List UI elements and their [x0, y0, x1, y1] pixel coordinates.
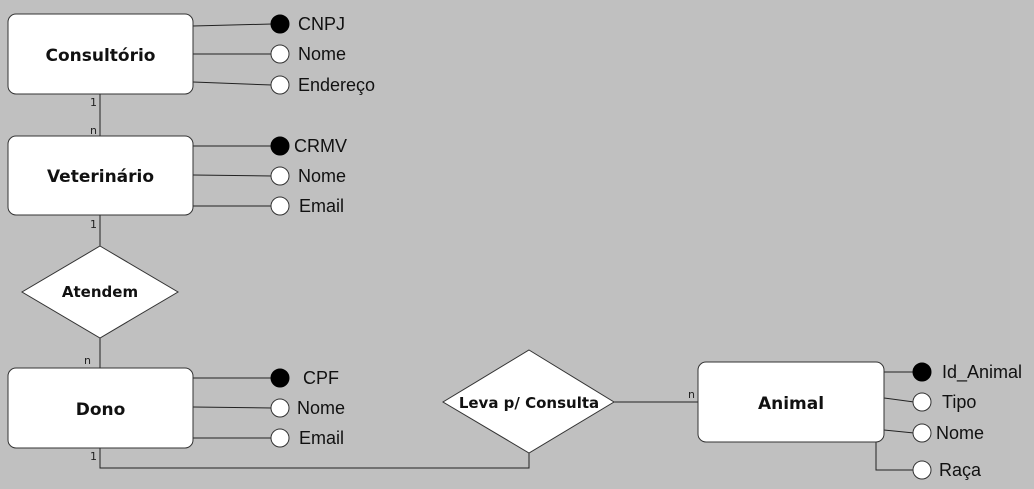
- attribute-label: Nome: [936, 423, 984, 443]
- line-dono-leva: [99, 448, 530, 469]
- attr-line: [883, 397, 915, 403]
- attribute-label: Email: [299, 196, 344, 216]
- key-attribute-icon: [270, 14, 290, 34]
- entity-consultorio-label: Consultório: [45, 46, 155, 66]
- relationship-atendem-label: Atendem: [62, 283, 138, 301]
- attribute-icon: [270, 44, 290, 64]
- attribute-label: Nome: [298, 166, 346, 186]
- key-attribute-icon: [270, 368, 290, 388]
- relationship-leva-label: Leva p/ Consulta: [459, 394, 599, 412]
- cardinality-label: 1: [90, 96, 97, 109]
- attribute-icon: [912, 423, 932, 443]
- attribute-label: Id_Animal: [942, 362, 1022, 383]
- cardinality-label: 1: [90, 218, 97, 231]
- attr-line: [192, 174, 273, 177]
- key-attribute-icon: [912, 362, 932, 382]
- entity-consultorio[interactable]: Consultório: [7, 13, 194, 95]
- cardinality-labels: 1 n 1 n 1 n: [84, 96, 695, 463]
- cardinality-label: 1: [90, 450, 97, 463]
- relationship-leva-consulta[interactable]: Leva p/ Consulta: [442, 349, 615, 454]
- attribute-label: CRMV: [294, 136, 347, 156]
- attribute-icon: [270, 75, 290, 95]
- cardinality-label: n: [84, 354, 91, 367]
- entity-animal[interactable]: Animal: [697, 361, 885, 443]
- cardinality-label: n: [688, 388, 695, 401]
- attribute-label: Endereço: [298, 75, 375, 95]
- entity-veterinario[interactable]: Veterinário: [7, 135, 194, 216]
- attribute-label: Email: [299, 428, 344, 448]
- attribute-label: Tipo: [942, 392, 976, 412]
- attribute-icon: [912, 392, 932, 412]
- connector-lines: [99, 23, 915, 471]
- attribute-icon: [270, 196, 290, 216]
- attr-line: [192, 81, 273, 86]
- entity-veterinario-label: Veterinário: [47, 167, 154, 187]
- key-attribute-icon: [270, 136, 290, 156]
- entity-animal-label: Animal: [758, 394, 824, 414]
- attribute-label: Nome: [298, 44, 346, 64]
- entity-dono[interactable]: Dono: [7, 367, 194, 449]
- entity-dono-label: Dono: [76, 400, 126, 420]
- attr-line: [875, 441, 914, 471]
- attr-line: [883, 429, 915, 434]
- attr-line: [192, 406, 273, 409]
- attribute-label: CPF: [303, 368, 339, 388]
- relationship-atendem[interactable]: Atendem: [21, 245, 179, 339]
- attribute-label: Raça: [939, 460, 982, 480]
- attribute-label: CNPJ: [298, 14, 345, 34]
- attribute-labels: CNPJ Nome Endereço CRMV Nome Email CPF N…: [294, 14, 1022, 480]
- attribute-label: Nome: [297, 398, 345, 418]
- attribute-markers: [270, 14, 932, 480]
- attribute-icon: [912, 460, 932, 480]
- attr-line: [192, 23, 273, 27]
- attribute-icon: [270, 398, 290, 418]
- cardinality-label: n: [90, 124, 97, 137]
- attribute-icon: [270, 166, 290, 186]
- attribute-icon: [270, 428, 290, 448]
